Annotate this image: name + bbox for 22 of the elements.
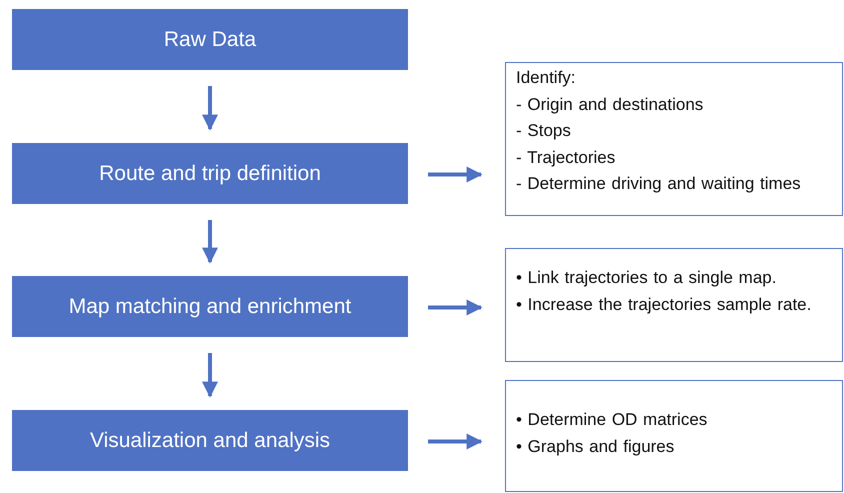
note-box xyxy=(505,62,843,216)
process-box: Map matching and enrichment xyxy=(12,276,408,337)
list-item: • Link trajectories to a single map. xyxy=(516,267,778,289)
arrow xyxy=(202,86,218,131)
list-item: • Determine OD matrices xyxy=(516,409,708,431)
arrow xyxy=(202,353,218,398)
list-item: - Origin and destinations xyxy=(516,94,704,116)
process-box: Visualization and analysis xyxy=(12,410,408,471)
list-item: • Graphs and figures xyxy=(516,436,676,458)
arrow xyxy=(428,166,483,182)
list-item: Identify: xyxy=(516,67,577,89)
list-item: - Determine driving and waiting times xyxy=(516,173,802,195)
note-box xyxy=(505,380,843,492)
process-box: Route and trip definition xyxy=(12,143,408,204)
arrow xyxy=(428,434,483,450)
list-item: - Trajectories xyxy=(516,146,616,168)
arrow xyxy=(428,300,483,316)
arrow xyxy=(202,220,218,264)
note-box xyxy=(505,248,843,362)
list-item: • Increase the trajectories sample rate. xyxy=(516,294,812,316)
process-box: Raw Data xyxy=(12,9,408,70)
list-item: - Stops xyxy=(516,120,572,142)
